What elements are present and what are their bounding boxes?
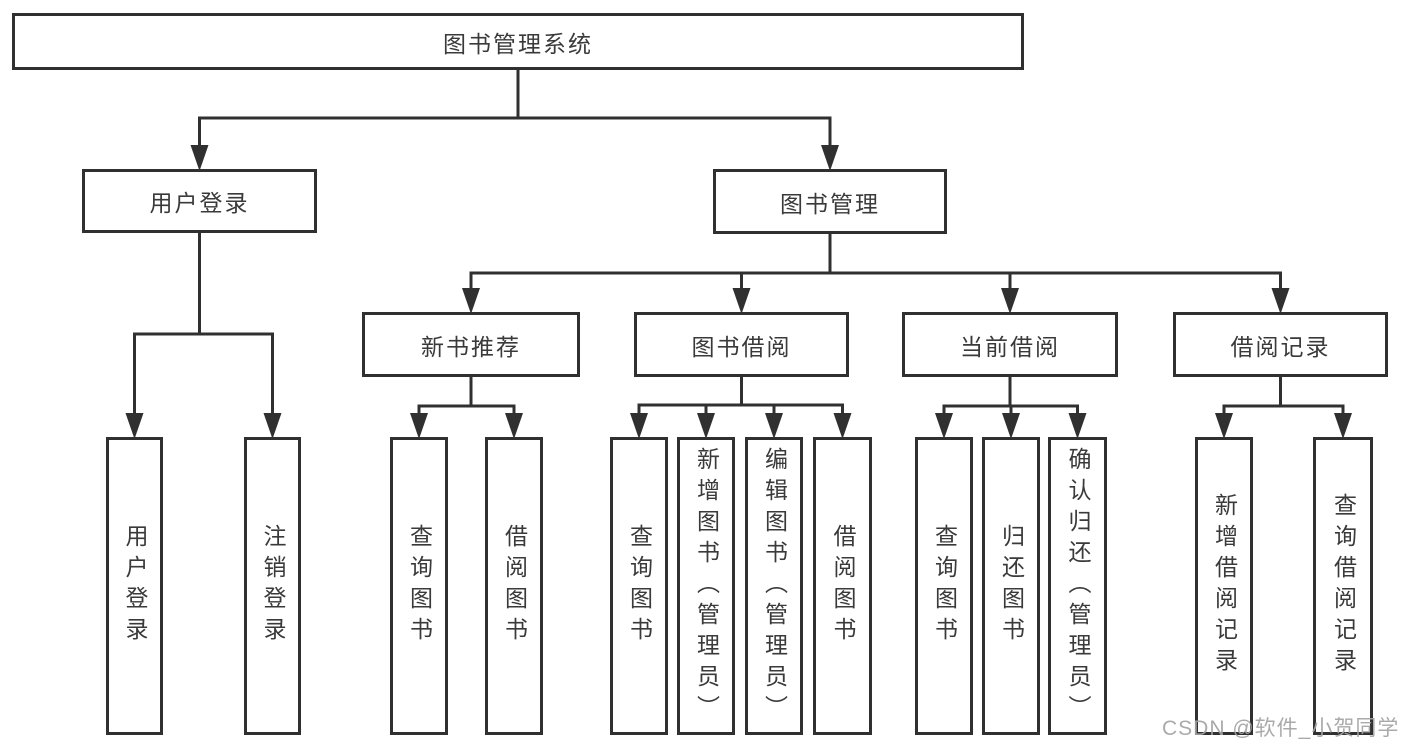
node-leaf-add-book: 新增图书（管理员） [677,437,735,735]
node-label: 注销登录 [260,524,286,648]
arrowhead-icon [505,413,523,439]
arrowhead-icon [125,413,144,439]
node-label: 借阅记录 [1230,333,1331,360]
watermark: CSDN @软件_小贺同学 [1162,717,1400,740]
node-leaf-add-borrow-record: 新增借阅记录 [1195,437,1253,735]
arrowhead-icon [935,413,953,439]
node-label: 图书借阅 [691,333,792,360]
arrowhead-icon [1002,413,1020,439]
node-label: 当前借阅 [960,333,1060,360]
node-label: 新增图书（管理员） [693,446,720,726]
node-leaf-query-borrow-record: 查询借阅记录 [1313,437,1373,735]
node-label: 借阅图书 [830,524,856,648]
arrowhead-icon [630,413,648,439]
arrowhead-icon [1271,288,1290,314]
node-label: 图书管理系统 [443,30,593,57]
node-label: 查询图书 [406,524,433,648]
node-label: 图书管理 [780,190,880,217]
node-new-book-rec: 新书推荐 [362,312,580,377]
node-leaf-query-book-1: 查询图书 [390,437,448,735]
node-label: 用户登录 [122,524,148,648]
arrowhead-icon [263,413,282,439]
node-label: 查询图书 [626,524,653,648]
edge-book-mgmt [462,232,1290,314]
arrowhead-icon [1334,413,1352,439]
node-book-borrow: 图书借阅 [634,312,849,377]
arrowhead-icon [765,413,783,439]
node-leaf-return-book: 归还图书 [982,437,1040,735]
node-label: 借阅图书 [501,524,528,648]
node-leaf-borrow-book-2: 借阅图书 [813,437,872,735]
edge-borrow-records [1215,375,1352,439]
node-label: 归还图书 [998,524,1025,648]
node-leaf-user-login: 用户登录 [106,437,163,735]
node-label: 确认归还（管理员） [1065,446,1091,726]
edge-new-book-rec [410,375,523,439]
arrowhead-icon [1068,413,1087,439]
edge-current-borrow [935,375,1087,439]
arrowhead-icon [821,145,839,171]
node-label: 新书推荐 [421,333,521,360]
node-leaf-borrow-book-1: 借阅图书 [485,437,543,735]
node-label: 查询图书 [931,524,958,648]
node-label: 编辑图书（管理员） [761,446,788,726]
node-leaf-query-book-2: 查询图书 [610,437,668,735]
node-borrow-records: 借阅记录 [1173,312,1388,377]
node-user-login: 用户登录 [82,169,317,233]
node-label: 查询借阅记录 [1330,493,1357,679]
node-leaf-logout: 注销登录 [244,437,301,735]
node-leaf-confirm-return: 确认归还（管理员） [1048,437,1107,735]
edge-user-login [125,231,282,439]
arrowhead-icon [1001,288,1019,314]
edge-book-borrow [630,375,852,439]
arrowhead-icon [410,413,428,439]
node-current-borrow: 当前借阅 [902,312,1118,377]
node-root: 图书管理系统 [12,13,1024,70]
arrowhead-icon [1215,413,1233,439]
node-leaf-edit-book: 编辑图书（管理员） [745,437,803,735]
node-leaf-query-book-3: 查询图书 [915,437,973,735]
arrowhead-icon [462,288,480,314]
arrowhead-icon [190,145,209,171]
node-book-mgmt: 图书管理 [713,169,947,234]
arrowhead-icon [833,413,852,439]
node-label: 用户登录 [149,190,250,216]
edge-root [190,68,839,171]
arrowhead-icon [697,413,715,439]
node-label: 新增借阅记录 [1211,493,1238,679]
arrowhead-icon [732,288,751,314]
